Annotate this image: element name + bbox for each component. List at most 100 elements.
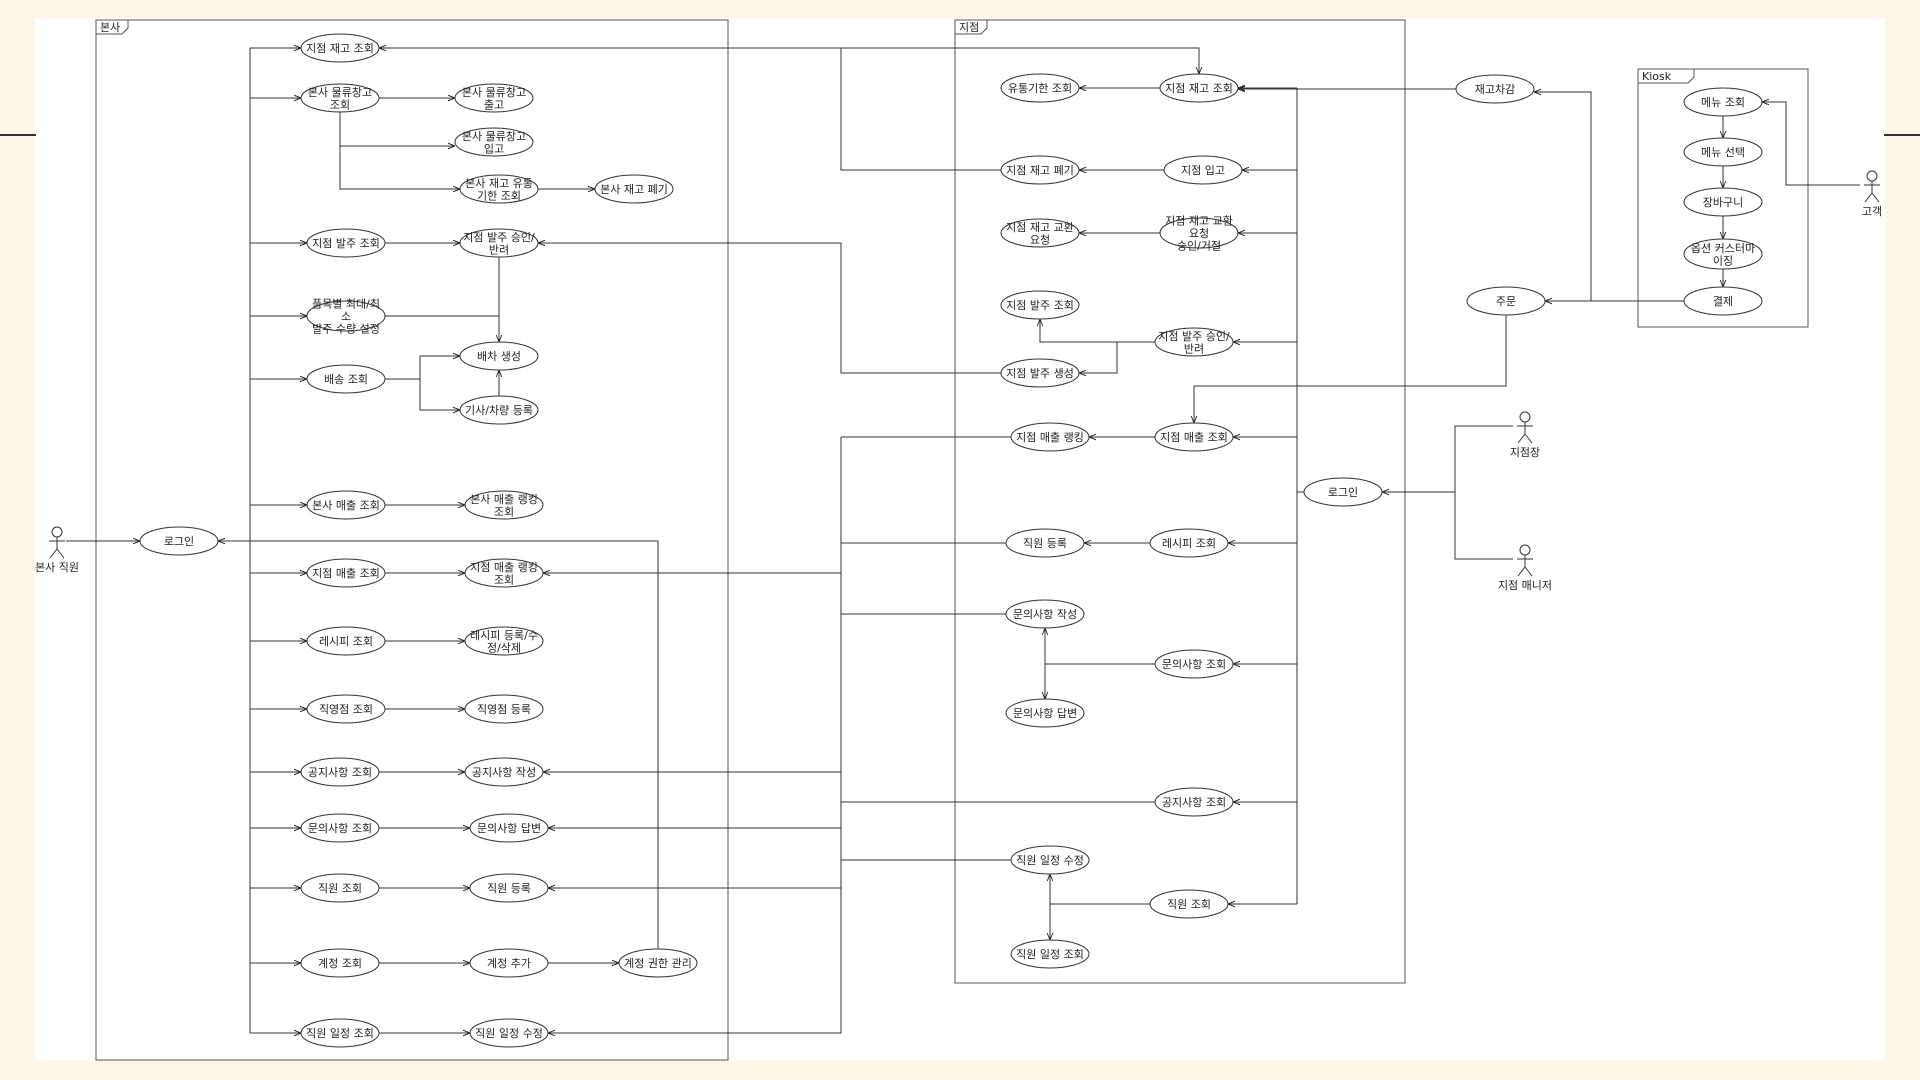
br-login-label: 로그인 — [1328, 486, 1358, 499]
br-sales-view[interactable]: 지점 매출 조회 — [1154, 422, 1234, 452]
actor-branch-owner-label: 지점장 — [1510, 446, 1540, 459]
hq-branch-order-approve[interactable]: 지점 발주 승인/반려 — [459, 228, 539, 258]
hq-dispatch-create[interactable]: 배차 생성 — [459, 341, 539, 371]
br-stock-dispose-label: 지점 재고 폐기 — [1006, 164, 1074, 177]
br-inquiry-view-label: 문의사항 조회 — [1162, 658, 1226, 671]
kiosk-payment[interactable]: 결제 — [1683, 286, 1763, 316]
hq-driver-register-label: 기사/차량 등록 — [465, 404, 533, 417]
br-stock-in[interactable]: 지점 입고 — [1163, 155, 1243, 185]
kiosk-cart[interactable]: 장바구니 — [1683, 187, 1763, 217]
br-stock-dispose[interactable]: 지점 재고 폐기 — [1000, 155, 1080, 185]
hq-sales-view[interactable]: 본사 매출 조회 — [306, 490, 386, 520]
br-order-view[interactable]: 지점 발주 조회 — [1000, 290, 1080, 320]
br-expiry-view[interactable]: 유통기한 조회 — [1000, 73, 1080, 103]
edge-delivery-dispatch — [385, 356, 460, 380]
hq-account-add[interactable]: 계정 추가 — [469, 948, 549, 978]
br-inquiry-write[interactable]: 문의사항 작성 — [1005, 599, 1085, 629]
br-inquiry-write-label: 문의사항 작성 — [1013, 608, 1077, 621]
br-recipe-view[interactable]: 레시피 조회 — [1149, 528, 1229, 558]
branch-frame: 지점 — [954, 19, 1406, 984]
hq-inquiry-view[interactable]: 문의사항 조회 — [300, 813, 380, 843]
hq-account-view[interactable]: 계정 조회 — [300, 948, 380, 978]
hq-account-permission[interactable]: 계정 권한 관리 — [618, 948, 698, 978]
edge-br-order-view — [1040, 319, 1117, 343]
hq-direct-store-view[interactable]: 직영점 조회 — [306, 694, 386, 724]
edge-br-order-create — [1079, 341, 1155, 373]
hq-staff-view[interactable]: 직원 조회 — [300, 873, 380, 903]
branch-frame-label: 지점 — [959, 21, 979, 34]
br-staff-view[interactable]: 직원 조회 — [1149, 889, 1229, 919]
actor-branch-manager[interactable]: 지점 매니저 — [1498, 544, 1552, 592]
br-staff-register[interactable]: 직원 등록 — [1005, 528, 1085, 558]
hq-staff-register-label: 직원 등록 — [487, 882, 531, 895]
hq-staff-schedule-view[interactable]: 직원 일정 조회 — [300, 1018, 380, 1048]
edge-perm-login — [218, 541, 659, 949]
br-sales-view-label: 지점 매출 조회 — [1160, 431, 1228, 444]
hq-delivery-view[interactable]: 배송 조회 — [306, 364, 386, 394]
edge-payment-deduct — [1534, 92, 1592, 301]
hq-branch-sales-view[interactable]: 지점 매출 조회 — [306, 558, 386, 588]
hq-direct-store-register[interactable]: 직영점 등록 — [464, 694, 544, 724]
br-schedule-edit[interactable]: 직원 일정 수정 — [1010, 845, 1090, 875]
hq-staff-schedule-edit[interactable]: 직원 일정 수정 — [469, 1018, 549, 1048]
br-inquiry-view[interactable]: 문의사항 조회 — [1154, 649, 1234, 679]
br-stock-view[interactable]: 지점 재고 조회 — [1159, 73, 1239, 103]
br-order-approve-label: 지점 발주 승인/반려 — [1158, 330, 1230, 356]
br-schedule-view[interactable]: 직원 일정 조회 — [1010, 939, 1090, 969]
hq-frame-label: 본사 — [100, 21, 120, 34]
br-inquiry-answer-label: 문의사항 답변 — [1013, 707, 1077, 720]
hq-driver-register[interactable]: 기사/차량 등록 — [459, 395, 539, 425]
hq-branch-stock-view[interactable]: 지점 재고 조회 — [300, 33, 380, 63]
br-notice-view[interactable]: 공지사항 조회 — [1154, 787, 1234, 817]
hq-delivery-view-label: 배송 조회 — [324, 373, 368, 386]
hq-branch-order-view[interactable]: 지점 발주 조회 — [306, 228, 386, 258]
actor-hq-staff[interactable]: 본사 직원 — [35, 526, 79, 574]
hq-direct-store-register-label: 직영점 등록 — [477, 703, 531, 716]
br-order-view-label: 지점 발주 조회 — [1006, 299, 1074, 312]
br-order-create[interactable]: 지점 발주 생성 — [1000, 358, 1080, 388]
br-order-approve[interactable]: 지점 발주 승인/반려 — [1154, 327, 1234, 357]
actor-branch-owner[interactable]: 지점장 — [1510, 411, 1540, 459]
hq-inquiry-answer[interactable]: 문의사항 답변 — [469, 813, 549, 843]
hq-login[interactable]: 로그인 — [139, 526, 219, 556]
hq-branch-order-approve-label: 지점 발주 승인/반려 — [463, 231, 535, 257]
br-sales-ranking[interactable]: 지점 매출 랭킹 — [1010, 422, 1090, 452]
hq-notice-view[interactable]: 공지사항 조회 — [300, 757, 380, 787]
br-inquiry-answer[interactable]: 문의사항 답변 — [1005, 698, 1085, 728]
ext-stock-deduct[interactable]: 재고차감 — [1455, 74, 1535, 104]
hq-recipe-view[interactable]: 레시피 조회 — [306, 626, 386, 656]
edge-order-sales — [1194, 315, 1507, 423]
hq-branch-order-view-label: 지점 발주 조회 — [312, 237, 380, 250]
kiosk-menu-view[interactable]: 메뉴 조회 — [1683, 87, 1763, 117]
br-schedule-edit-label: 직원 일정 수정 — [1016, 853, 1084, 867]
kiosk-menu-select-label: 메뉴 선택 — [1701, 146, 1745, 159]
hq-stock-dispose[interactable]: 본사 재고 폐기 — [594, 174, 674, 204]
actor-customer[interactable]: 고객 — [1862, 170, 1882, 218]
hq-notice-write[interactable]: 공지사항 작성 — [464, 757, 544, 787]
kiosk-menu-select[interactable]: 메뉴 선택 — [1683, 137, 1763, 167]
hq-frame: 본사 — [95, 19, 729, 1061]
hq-staff-register[interactable]: 직원 등록 — [469, 873, 549, 903]
kiosk-menu-view-label: 메뉴 조회 — [1701, 96, 1745, 109]
hq-inquiry-view-label: 문의사항 조회 — [308, 822, 372, 835]
ext-order[interactable]: 주문 — [1466, 286, 1546, 316]
br-login[interactable]: 로그인 — [1303, 477, 1383, 507]
kiosk-frame: Kiosk — [1637, 68, 1809, 328]
